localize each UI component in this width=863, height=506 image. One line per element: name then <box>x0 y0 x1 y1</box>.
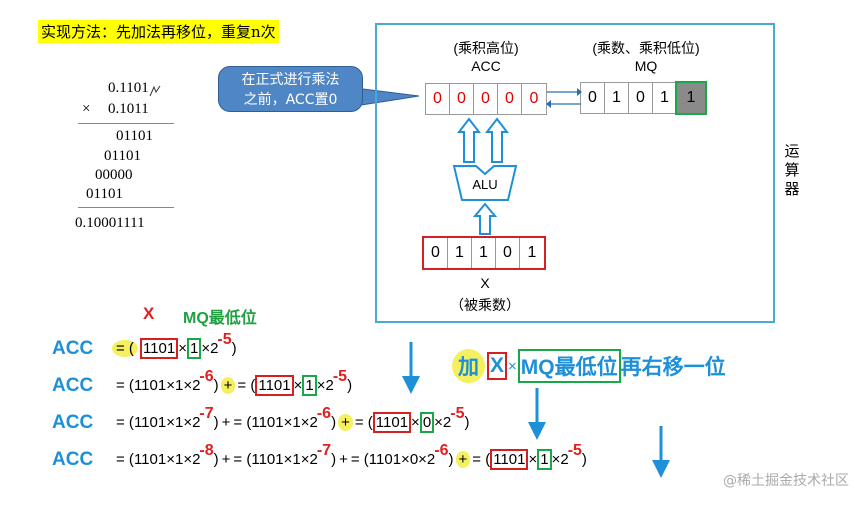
x-bit: 0 <box>424 238 448 268</box>
calc-divider-2 <box>78 207 174 208</box>
x-caption: （被乘数） <box>450 297 520 313</box>
equation-row-2: = (1101×1×2-6) + = (1101×1×2-5) <box>116 367 353 396</box>
watermark: @稀土掘金技术社区 <box>723 473 849 489</box>
acc-register: 0 0 0 0 0 <box>425 83 547 115</box>
mq-bit: 1 <box>605 83 629 113</box>
legend-x: X <box>143 304 155 323</box>
callout-line-1: 在正式进行乘法 <box>241 72 340 88</box>
mq-lowest-bit: 1 <box>675 81 707 115</box>
down-arrow-icon <box>402 342 420 394</box>
rule-add: 加 <box>452 349 485 383</box>
times-sign: × <box>82 101 91 117</box>
step-rule: 加 X × MQ最低位 再右移一位 <box>450 349 726 383</box>
legend-mq: MQ最低位 <box>183 310 257 327</box>
mq-caption: (乘数、乘积低位) <box>592 40 700 56</box>
mq-name: MQ <box>634 58 658 74</box>
multiplier: 0.1011 <box>108 101 149 117</box>
acc-caption: (乘积高位) <box>453 40 519 56</box>
mq-bit: 1 <box>653 83 677 113</box>
acc-bit: 0 <box>426 84 450 114</box>
acc-mq-shift-arrows <box>546 88 582 108</box>
x-bit: 0 <box>496 238 520 268</box>
row-label-acc-3: ACC <box>52 412 94 433</box>
acc-init-callout: 在正式进行乘法 之前，ACC置0 <box>218 66 363 112</box>
acc-bit: 0 <box>450 84 474 114</box>
mq-bit: 0 <box>629 83 653 113</box>
mq-register: 0 1 0 1 1 <box>580 81 707 115</box>
bubble-pointer <box>355 87 420 107</box>
acc-bit: 0 <box>529 90 539 107</box>
acc-bit: 0 <box>474 84 498 114</box>
equation-row-3: = (1101×1×2-7) + = (1101×1×2-6) + = (110… <box>116 404 470 433</box>
cursor-mark-icon <box>149 85 161 97</box>
rule-mq: MQ最低位 <box>517 349 621 383</box>
partial-product-4: 01101 <box>86 186 123 202</box>
partial-product-2: 01101 <box>104 148 141 164</box>
arithmetic-unit-frame <box>375 23 775 323</box>
method-title: 实现方法：先加法再移位，重复n次 <box>38 20 279 43</box>
rule-rest: 再右移一位 <box>620 356 726 379</box>
acc-bit: 0 <box>498 84 522 114</box>
arithmetic-unit-label: 运 算 器 <box>784 142 800 198</box>
row-label-acc-1: ACC <box>52 338 94 359</box>
equation-row-1: = ( 1101 × 1 × 2-5 ) <box>110 331 237 359</box>
x-name: X <box>480 275 490 291</box>
row-label-acc-4: ACC <box>52 449 94 470</box>
rule-times: × <box>508 357 517 375</box>
equation-row-4: = (1101×1×2-8) + = (1101×1×2-7) + = (110… <box>116 441 587 470</box>
calc-result: 0.10001111 <box>75 215 145 231</box>
multiplicand: 0.1101 <box>108 80 149 96</box>
x-register: 0 1 1 0 1 <box>422 236 546 270</box>
partial-product-1: 01101 <box>116 128 153 144</box>
calc-divider-1 <box>78 123 174 124</box>
row-label-acc-2: ACC <box>52 375 94 396</box>
rule-x: X <box>487 352 508 380</box>
alu-block <box>452 117 518 235</box>
down-arrow-icon <box>652 426 670 478</box>
callout-line-2: 之前，ACC置0 <box>243 92 338 108</box>
x-bit: 1 <box>527 244 537 261</box>
x-bit: 1 <box>448 238 472 268</box>
partial-product-3: 00000 <box>95 167 133 183</box>
mq-bit: 0 <box>581 83 605 113</box>
down-arrow-icon <box>528 388 546 440</box>
acc-name: ACC <box>471 58 501 74</box>
x-bit: 1 <box>472 238 496 268</box>
alu-label: ALU <box>472 177 498 192</box>
